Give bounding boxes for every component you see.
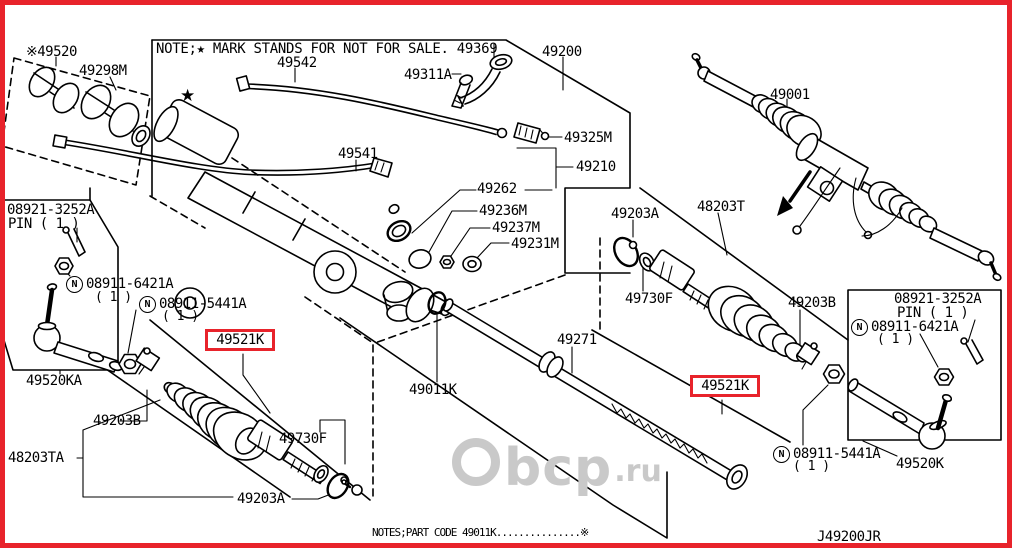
part-label-49203a-right: 49203A (611, 206, 659, 222)
part-number: 08911-5441A (159, 295, 247, 312)
part-label-49541: 49541 (338, 146, 378, 162)
part-label-49730f-left: 49730F (279, 431, 327, 447)
bottom-note: NOTES;PART CODE 49011K...............※ (372, 526, 589, 539)
part-label-49730f-right: 49730F (625, 291, 673, 307)
part-label-49203a-left: 49203A (237, 491, 285, 507)
part-number: 08911-6421A (871, 318, 959, 335)
part-label-49011k: 49011K (409, 382, 457, 398)
part-label-49236m: 49236M (479, 203, 527, 219)
part-label-08911-5441a-left: N 08911-5441A (139, 295, 247, 313)
part-label-49542: 49542 (277, 55, 317, 71)
part-label-49203b-left: 49203B (93, 413, 141, 429)
part-label-pin-code-right: 08921-3252A (894, 291, 982, 307)
part-label-49311a: 49311A (404, 67, 452, 83)
part-number: 08911-6421A (86, 275, 174, 292)
part-label-49203b-right: 49203B (788, 295, 836, 311)
circled-n-icon: N (851, 319, 868, 336)
part-label-49298m: 49298M (79, 63, 127, 79)
part-label-pin-code-left: 08921-3252A (7, 202, 95, 218)
circled-n-icon: N (773, 446, 790, 463)
part-label-49200: 49200 (542, 44, 582, 60)
part-label-08911-5441a-right: N 08911-5441A (773, 445, 881, 463)
part-label-49231m: 49231M (511, 236, 559, 252)
watermark-logo-icon (452, 438, 500, 486)
part-label-08911-6421a-left: N 08911-6421A (66, 275, 174, 293)
part-label-48203ta: 48203TA (8, 450, 64, 466)
diagram-code: J49200JR (817, 529, 881, 545)
part-label-pin-qty-left: PIN ( 1 ) (8, 216, 80, 232)
watermark: bcp .ru (452, 437, 662, 498)
circled-n-icon: N (66, 276, 83, 293)
part-label-48203t: 48203T (697, 199, 745, 215)
part-label-49520ka: 49520KA (26, 373, 82, 389)
part-label-49325m: 49325M (564, 130, 612, 146)
part-label-49520k: 49520K (896, 456, 944, 472)
qty-label: ( 1 ) (95, 290, 132, 305)
note-banner: NOTE;★ MARK STANDS FOR NOT FOR SALE. 493… (156, 41, 498, 57)
circled-n-icon: N (139, 296, 156, 313)
qty-label: ( 1 ) (877, 332, 914, 347)
direction-arrow (777, 196, 793, 216)
qty-label: ( 1 ) (162, 309, 199, 324)
highlighted-part-49521k-right[interactable]: 49521K (690, 375, 760, 397)
part-label-49210: 49210 (576, 159, 616, 175)
watermark-suffix: .ru (614, 454, 662, 489)
star-mark: ★ (180, 86, 196, 106)
part-label-08911-6421a-right: N 08911-6421A (851, 318, 959, 336)
part-label-49001: 49001 (770, 87, 810, 103)
highlighted-part-49521k-left[interactable]: 49521K (205, 329, 275, 351)
watermark-text: bcp (504, 437, 613, 498)
part-label-49262: 49262 (477, 181, 517, 197)
part-label-49520: ※49520 (26, 44, 77, 60)
part-label-49237m: 49237M (492, 220, 540, 236)
qty-label: ( 1 ) (793, 459, 830, 474)
part-number: 08911-5441A (793, 445, 881, 462)
part-label-49271: 49271 (557, 332, 597, 348)
part-label-pin-qty-right: PIN ( 1 ) (897, 305, 969, 321)
